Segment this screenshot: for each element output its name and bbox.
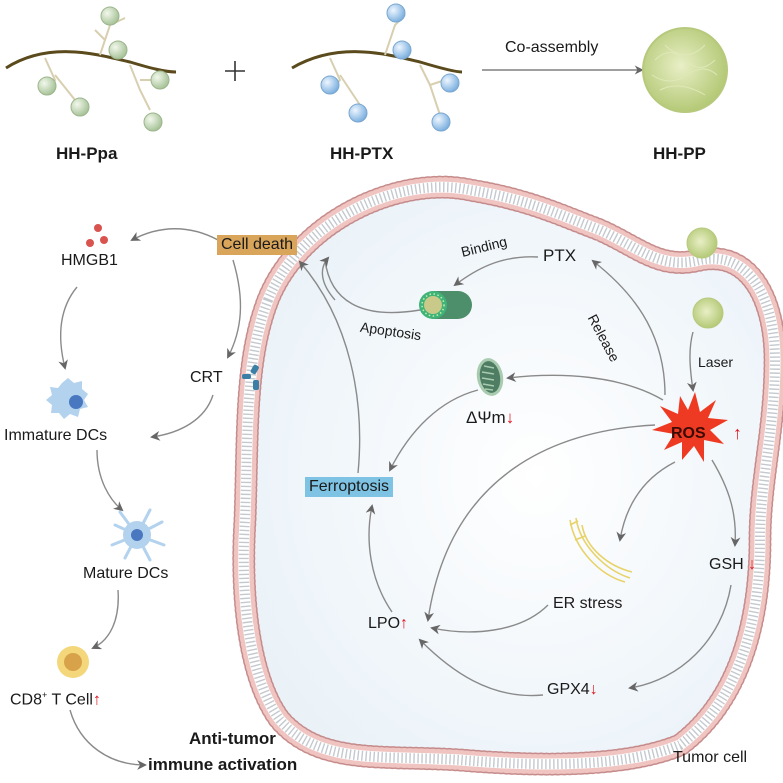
arrow-celldeath-crt: [227, 259, 242, 359]
arrow-ros-lpo: [424, 424, 656, 622]
mature-dcs-label: Mature DCs: [83, 565, 169, 582]
arrow-ros-er: [616, 461, 676, 542]
t-cell-icon: [57, 646, 89, 678]
cd8-t-cell-label: CD8+ T Cell↑: [10, 691, 101, 708]
plus-sign: [225, 61, 245, 81]
cd8-superscript: +: [42, 690, 48, 700]
arrow-tcell-antitumor: [69, 709, 147, 770]
hmgb1-label: HMGB1: [61, 252, 118, 269]
lpo-label: LPO↑: [368, 616, 408, 632]
immune-activation-label: immune activation: [148, 755, 298, 774]
ros-increase-icon: ↑: [733, 423, 742, 443]
er-stress-label: ER stress: [553, 595, 623, 612]
arrow-ferroptosis-celldeath: [298, 260, 361, 474]
delta-psi-m-text: ΔΨm: [466, 408, 506, 427]
ros-label: ROS: [671, 425, 706, 442]
decrease-indicator-icon: ↓: [748, 556, 757, 573]
arrow-ros-gsh: [711, 459, 741, 547]
decrease-indicator-icon: ↓: [589, 681, 598, 698]
crt-receptor-icon: [242, 364, 259, 390]
nanoparticle-inside: [692, 297, 724, 329]
mito-potential-label: ΔΨm↓: [466, 409, 514, 426]
ros-burst-icon: [652, 392, 728, 462]
arrow-ros-mito: [506, 372, 664, 401]
nanoparticle-outside: [686, 227, 718, 259]
arrow-mito-ferroptosis: [389, 389, 479, 472]
arrow-immature-mature: [96, 449, 124, 512]
tumor-cell-label: Tumor cell: [673, 749, 748, 766]
arrow-crt-immature: [150, 394, 214, 441]
lpo-text: LPO: [368, 615, 401, 632]
ptx-label: PTX: [543, 246, 577, 265]
arrow-celldeath-hmgb1: [130, 228, 219, 241]
cd8-prefix: CD8: [10, 691, 43, 709]
hh-ptx-polymer: [291, 3, 463, 132]
immature-dcs-label: Immature DCs: [4, 427, 108, 444]
gpx4-text: GPX4: [547, 681, 590, 698]
hh-pp-nanoparticle: [642, 27, 728, 113]
hh-ppa-polymer: [5, 6, 177, 132]
gsh-text: GSH: [709, 556, 744, 573]
increase-indicator-icon: ↑: [92, 691, 101, 709]
arrow-er-lpo: [430, 604, 549, 635]
pathway-arrows: [58, 228, 741, 770]
arrow-release: [591, 259, 666, 396]
t-cell-text: T Cell: [47, 691, 93, 709]
arrow-hmgb1-immature: [58, 286, 78, 370]
hh-pp-label: HH-PP: [653, 144, 706, 163]
mature-dc-icon: [110, 508, 166, 562]
hmgb1-icon: [86, 224, 108, 247]
immature-dc-icon: [46, 378, 88, 419]
tumor-cell: [232, 175, 783, 776]
arrow-laser: [686, 331, 697, 392]
arrow-gsh-gpx4: [628, 584, 732, 692]
gpx4-label: GPX4↓: [547, 682, 598, 698]
arrow-apoptosis: [324, 259, 421, 314]
decrease-indicator-icon: ↓: [505, 408, 515, 427]
crt-label: CRT: [190, 369, 223, 386]
arrow-binding: [453, 256, 539, 287]
microtubule-icon: [419, 291, 472, 319]
cell-death-box: Cell death: [217, 235, 298, 255]
laser-label: Laser: [698, 354, 734, 370]
arrow-lpo-ferroptosis: [365, 504, 393, 613]
anti-tumor-label: Anti-tumor: [189, 729, 276, 748]
arrow-mature-tcell: [91, 589, 119, 650]
ferroptosis-box: Ferroptosis: [305, 477, 394, 497]
co-assembly-label: Co-assembly: [505, 39, 599, 56]
gsh-label: GSH ↓: [709, 557, 756, 573]
hh-ppa-label: HH-Ppa: [56, 144, 118, 163]
mitochondrion-icon: [476, 358, 504, 396]
increase-indicator-icon: ↑: [400, 615, 409, 632]
arrow-gpx4-lpo: [418, 638, 544, 697]
endoplasmic-reticulum-icon: [569, 517, 633, 583]
hh-ptx-label: HH-PTX: [330, 144, 394, 163]
